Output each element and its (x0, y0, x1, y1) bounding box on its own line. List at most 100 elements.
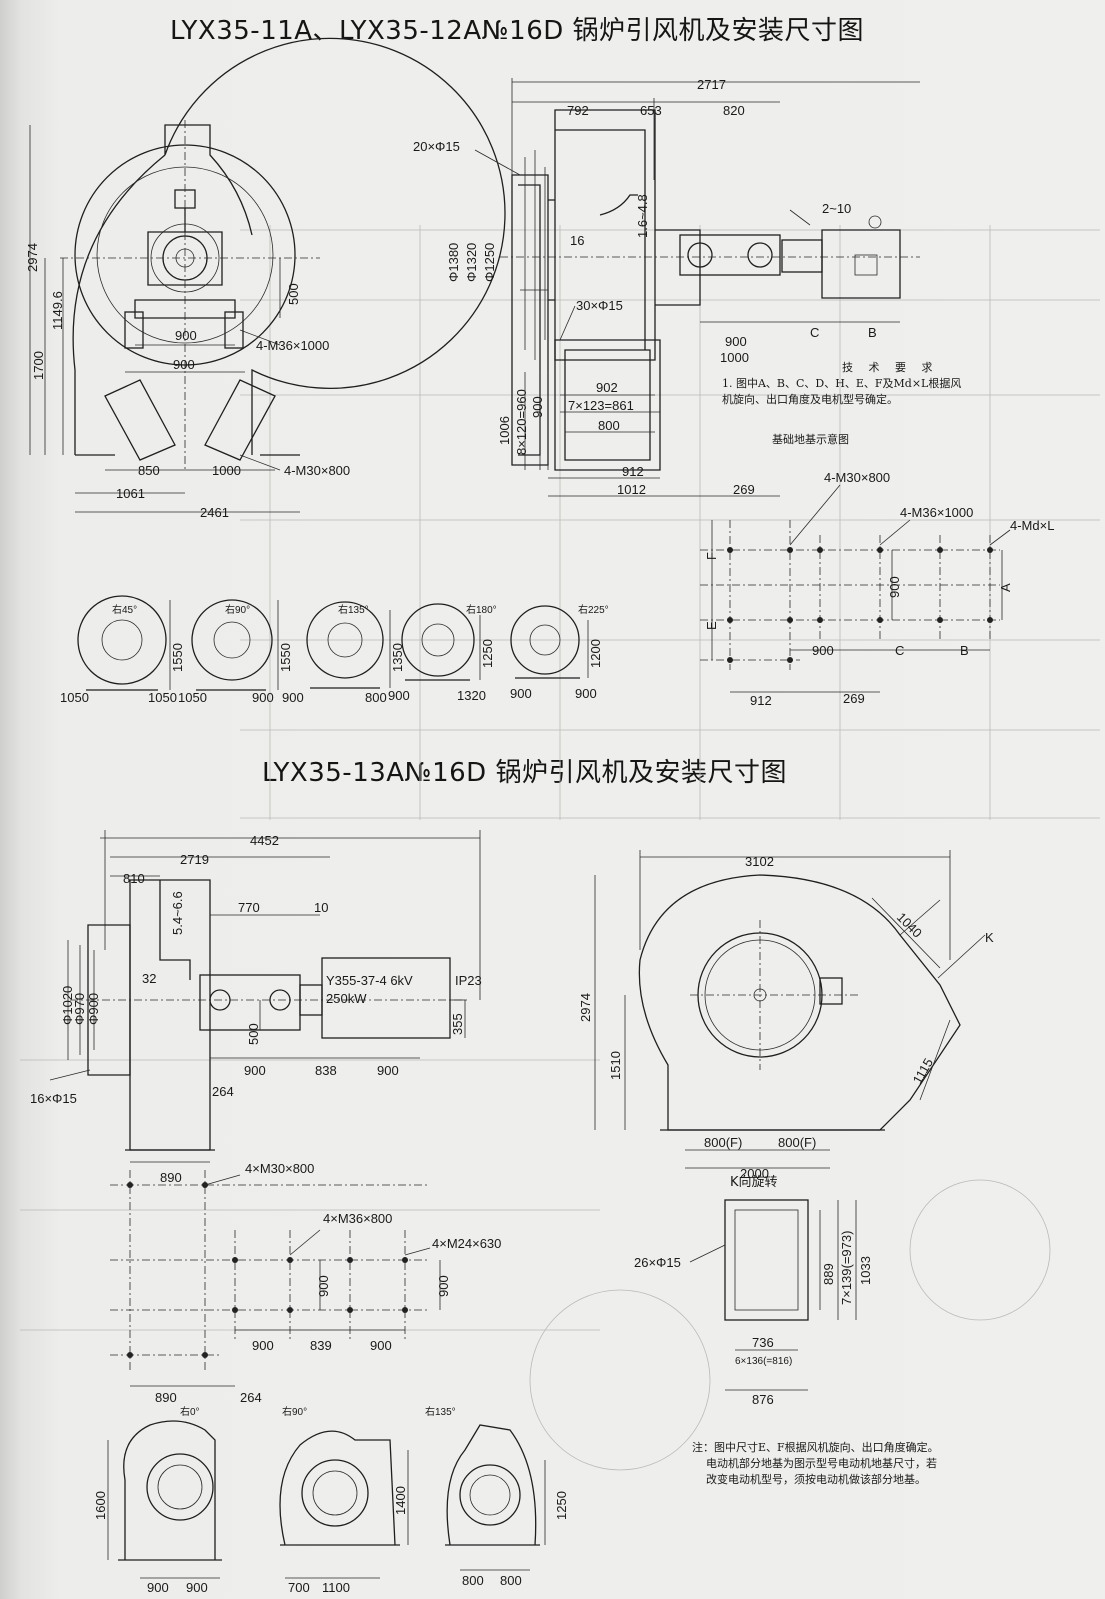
kv-7x139: 7×139(=973) (839, 1231, 854, 1305)
title-bottom: LYX35-13A№16D 锅炉引风机及安装尺寸图 (262, 758, 787, 788)
dim-900-bl-a: 900 (244, 1063, 266, 1078)
rot-h-1200: 1200 (588, 639, 603, 668)
note-line-1: 注：图中尺寸E、F根据风机旋向、出口角度确定。 (692, 1441, 939, 1454)
note-line-2: 电动机部分地基为图示型号电动机地基尺寸，若 (692, 1457, 937, 1470)
rb-w-5: 800 (500, 1573, 522, 1588)
foundation-sketch-top (700, 484, 1011, 693)
dim-1149: 1149.6 (50, 291, 65, 330)
rotation-views-top (77, 595, 589, 691)
bf-900-v1: 900 (316, 1275, 331, 1297)
dim-900-v: 900 (530, 396, 545, 418)
bf-m24: 4×M24×630 (432, 1236, 501, 1251)
rot-w-5: 800 (365, 690, 387, 705)
fan-front-view-bottom (594, 850, 986, 1169)
fan-side-view-top (474, 78, 920, 497)
k-view-title: K向旋转 (730, 1175, 778, 1190)
foundation-title: 基础地基示意图 (772, 433, 849, 446)
dim-792: 792 (567, 103, 589, 118)
dim-900-tr: 900 (725, 334, 747, 349)
rot-label-90: 右90° (225, 603, 250, 616)
rb-w-2: 700 (288, 1580, 310, 1595)
dim-2-10: 2~10 (822, 201, 851, 216)
dim-355: 355 (450, 1013, 465, 1035)
dim-1000-tr: 1000 (720, 350, 749, 365)
dim-269: 269 (733, 482, 755, 497)
br-1115: 1115 (910, 1056, 936, 1087)
dim-902: 902 (596, 380, 618, 395)
fnd-b: B (960, 643, 969, 658)
fnd-912: 912 (750, 693, 772, 708)
dim-2717: 2717 (697, 77, 726, 92)
dim-2719: 2719 (180, 852, 209, 867)
motor-model: Y355-37-4 6kV (326, 973, 413, 988)
holes-30: 30×Φ15 (576, 298, 623, 313)
dim-1061: 1061 (116, 486, 145, 501)
br-2974: 2974 (578, 993, 593, 1022)
dia-1380: Φ1380 (446, 243, 461, 282)
dim-2974: 2974 (25, 243, 40, 272)
rot-w-7: 1320 (457, 688, 486, 703)
dim-890: 890 (160, 1170, 182, 1185)
rb-w-0: 900 (147, 1580, 169, 1595)
dim-900-b: 900 (173, 357, 195, 372)
dim-16: 16 (570, 233, 584, 248)
bf-890: 890 (155, 1390, 177, 1405)
fnd-f: F (704, 552, 719, 560)
dim-810: 810 (123, 871, 145, 886)
dim-1.6-4.8: 1.6~4.8 (635, 194, 650, 238)
dim-8x120: 8×120=960 (514, 389, 529, 455)
rot-h-1250: 1250 (480, 639, 495, 668)
rot-h-1550-b: 1550 (278, 643, 293, 672)
kv-holes26: 26×Φ15 (634, 1255, 681, 1270)
rb-w-1: 900 (186, 1580, 208, 1595)
dia-1320: Φ1320 (464, 243, 479, 282)
kv-1033: 1033 (858, 1256, 873, 1285)
dim-1006: 1006 (497, 416, 512, 445)
dim-900-a: 900 (175, 328, 197, 343)
rot-w-2: 1050 (178, 690, 207, 705)
bf-m30: 4×M30×800 (245, 1161, 314, 1176)
br-800f-1: 800(F) (704, 1135, 742, 1150)
fan-front-view-top (29, 37, 506, 513)
rot-label-225: 右225° (578, 603, 609, 616)
note-line-3: 改变电动机型号，须按电动机做该部分地基。 (692, 1473, 926, 1486)
dim-264: 264 (212, 1084, 234, 1099)
dim-820: 820 (723, 103, 745, 118)
bf-264: 264 (240, 1390, 262, 1405)
phi-970: Φ970 (72, 993, 87, 1025)
bf-m36: 4×M36×800 (323, 1211, 392, 1226)
br-k: K (985, 930, 994, 945)
dim-770: 770 (238, 900, 260, 915)
dim-900-bl-b: 900 (377, 1063, 399, 1078)
dia-1250: Φ1250 (482, 243, 497, 282)
fnd-900-h: 900 (812, 643, 834, 658)
dim-7x123: 7×123=861 (568, 398, 634, 413)
br-2000: 2000 (740, 1166, 769, 1181)
br-1510: 1510 (608, 1051, 623, 1080)
fnd-m30: 4-M30×800 (824, 470, 890, 485)
holes-20: 20×Φ15 (413, 139, 460, 154)
kv-6x136: 6×136(=816) (735, 1356, 792, 1367)
rot-w-3: 900 (252, 690, 274, 705)
rot-h-1550-a: 1550 (170, 643, 185, 672)
rb-h-1600: 1600 (93, 1491, 108, 1520)
phi-1020: Φ1020 (60, 986, 75, 1025)
rb-w-3: 1100 (322, 1580, 350, 1595)
fan-side-view-bottom (49, 830, 481, 1163)
dim-653: 653 (640, 103, 662, 118)
dim-912: 912 (622, 464, 644, 479)
dim-838: 838 (315, 1063, 337, 1078)
k-view (689, 1199, 857, 1391)
rb-label-0: 右0° (180, 1405, 200, 1418)
rb-label-135: 右135° (425, 1405, 456, 1418)
dim-1700: 1700 (31, 351, 46, 380)
rot-h-1350: 1350 (390, 643, 405, 672)
requirements-line-1: 1. 图中A、B、C、D、H、E、F及Md×L根据风 (722, 377, 962, 390)
requirements-line-2: 机旋向、出口角度及电机型号确定。 (722, 393, 898, 406)
foundation-plan-bottom (110, 1170, 441, 1387)
rot-w-0: 1050 (60, 690, 89, 705)
rot-label-180: 右180° (466, 603, 497, 616)
rot-w-4: 900 (282, 690, 304, 705)
